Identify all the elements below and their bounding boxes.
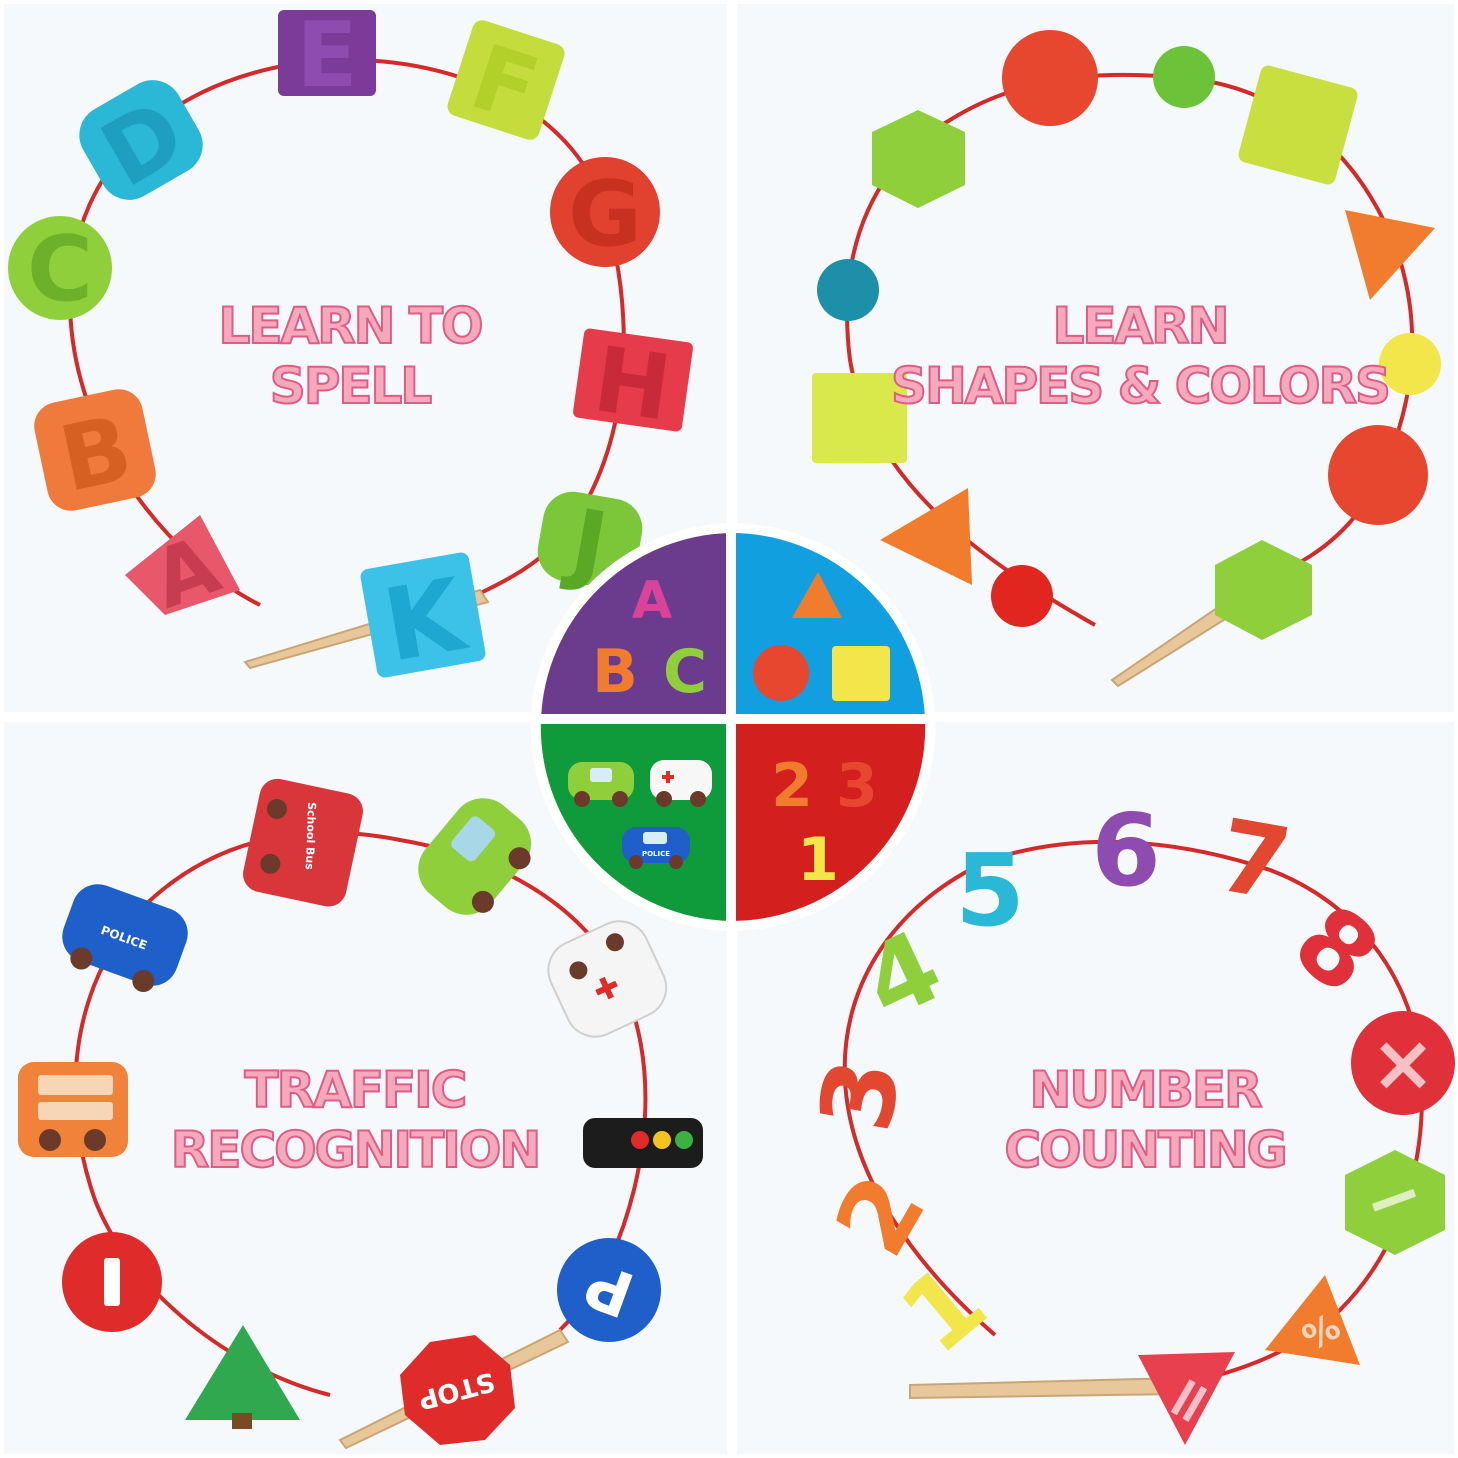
svg-text:×: × (1370, 1019, 1435, 1109)
caption-numbers-line1: NUMBER (1029, 1060, 1264, 1120)
badge-green-car-icon (568, 762, 634, 807)
letter-bead-e: E (278, 3, 376, 108)
letter-bead-b: B (34, 389, 156, 513)
stop-sign-bead: STOP (400, 1335, 515, 1445)
svg-text:C: C (27, 217, 93, 322)
bead-circle-red (1002, 30, 1098, 126)
badge-number-1: 1 (797, 825, 839, 895)
svg-text:D: D (85, 80, 202, 208)
letter-bead-k: K (360, 552, 486, 685)
svg-text:School Bus: School Bus (303, 802, 318, 871)
caption-traffic-line2: RECOGNITION (170, 1120, 542, 1180)
badge-triangle-icon (792, 572, 842, 618)
number-bead-7: 7 (1210, 797, 1299, 924)
caption-spell-line2: SPELL (269, 356, 434, 416)
police-car-bead: POLICE (62, 884, 188, 993)
orange-bus-bead (18, 1062, 128, 1157)
multiply-bead: × (1351, 1011, 1455, 1115)
minus-bead: − (1345, 1150, 1445, 1255)
number-bead-4: 4 (846, 907, 959, 1042)
caption-number-counting: NUMBER COUNTING (990, 1060, 1300, 1180)
letter-bead-a: A (125, 515, 240, 627)
svg-text:G: G (568, 162, 642, 267)
badge-number-2: 2 (771, 751, 813, 821)
bead-ball-yellow (1379, 333, 1441, 395)
percent-bead: % (1265, 1275, 1360, 1365)
caption-shapes-line1: LEARN (1051, 296, 1230, 356)
caption-spell-line1: LEARN TO (217, 296, 484, 356)
badge-number-3: 3 (836, 751, 878, 821)
bead-hexagon-green-2 (1215, 540, 1312, 640)
bead-ball-teal (817, 259, 879, 321)
caption-traffic-line1: TRAFFIC (244, 1060, 469, 1120)
badge-letter-a: A (632, 571, 672, 631)
numbers-needle (909, 1376, 1181, 1400)
svg-text:E: E (296, 3, 357, 108)
green-car-bead (418, 798, 532, 915)
badge-circle-icon (753, 645, 809, 701)
number-bead-8: 8 (1272, 882, 1401, 1016)
letter-bead-d: D (79, 80, 203, 208)
numbers-cord (842, 839, 1424, 1382)
letter-bead-c: C (8, 216, 112, 322)
bead-hexagon-green (872, 110, 965, 208)
badge-abc-quadrant (530, 522, 736, 724)
number-bead-6: 6 (1091, 792, 1161, 909)
category-badge: A B C POLICE 2 3 1 (530, 522, 936, 932)
caption-learn-shapes-colors: LEARN SHAPES & COLORS (870, 296, 1410, 416)
badge-letter-b: B (592, 637, 638, 707)
letter-bead-g: G (550, 157, 660, 267)
bead-circle-red-2 (1328, 425, 1428, 525)
svg-text:H: H (588, 327, 677, 441)
bead-ball-red (991, 565, 1053, 627)
tree-bead (185, 1325, 300, 1429)
svg-text:A: A (141, 518, 231, 627)
letter-bead-h: H (573, 327, 693, 442)
caption-shapes-line2: SHAPES & COLORS (890, 356, 1392, 416)
badge-square-icon (832, 646, 890, 701)
caption-traffic-recognition: TRAFFIC RECOGNITION (150, 1060, 560, 1180)
parking-sign-bead: P (557, 1238, 661, 1342)
badge-ambulance-icon (650, 760, 712, 807)
badge-police-car-icon: POLICE (622, 827, 690, 869)
traffic-light-bead (583, 1118, 703, 1168)
caption-numbers-line2: COUNTING (1003, 1120, 1288, 1180)
bead-square-yellow (812, 373, 907, 463)
bead-ball-green (1153, 46, 1215, 108)
badge-letter-c: C (663, 637, 707, 707)
ambulance-bead (547, 920, 668, 1038)
number-bead-3: 3 (797, 1051, 924, 1140)
number-bead-5: 5 (955, 832, 1025, 949)
letter-bead-f: F (447, 20, 565, 144)
bead-triangle-orange-2 (880, 488, 972, 585)
equals-bead: = (1138, 1352, 1235, 1445)
badge-vehicles-quadrant (530, 714, 736, 932)
caption-learn-to-spell: LEARN TO SPELL (190, 296, 510, 416)
no-entry-sign-bead (62, 1232, 162, 1332)
bead-triangle-orange (1345, 210, 1435, 300)
badge-numbers-quadrant (726, 714, 936, 932)
bead-square-lime (1238, 65, 1358, 185)
school-bus-bead: School Bus (243, 778, 363, 907)
svg-text:POLICE: POLICE (642, 850, 670, 858)
